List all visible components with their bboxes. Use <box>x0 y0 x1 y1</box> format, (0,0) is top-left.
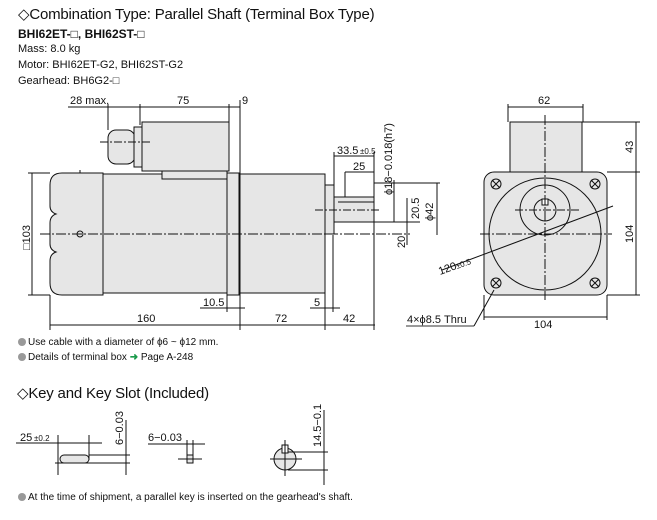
bullet-icon <box>18 493 26 501</box>
dim-10-5: 10.5 <box>203 297 224 309</box>
arrow-right-icon: ➜ <box>129 352 139 363</box>
parallel-key <box>59 454 90 464</box>
dim-25: 25 <box>353 161 365 173</box>
key-drawings <box>16 410 328 485</box>
note-shipment-text: At the time of shipment, a parallel key … <box>28 492 353 503</box>
section-title-key: ◇Key and Key Slot (Included) <box>17 385 209 402</box>
terminal-box-front <box>509 121 583 173</box>
dim-160: 160 <box>137 313 155 325</box>
dim-72: 72 <box>275 313 287 325</box>
note-shipment: At the time of shipment, a parallel key … <box>18 492 353 503</box>
key-length: 25 <box>20 432 32 444</box>
note-cable-text: Use cable with a diameter of ϕ6 ~ ϕ12 mm… <box>28 337 219 348</box>
dim-103: □103 <box>21 225 33 250</box>
key-length-tol: ±0.2 <box>34 434 50 443</box>
model-numbers: BHI62ET-□, BHI62ST-□ <box>18 27 145 41</box>
key-height: 6−0.03 <box>114 411 126 445</box>
dim-shaft-diameter: ϕ18−0.018(h7) <box>383 123 395 195</box>
cable-gland <box>107 129 136 165</box>
front-view <box>406 104 640 327</box>
note-cable: Use cable with a diameter of ϕ6 ~ ϕ12 mm… <box>18 337 218 348</box>
gearhead-spec: Gearhead: BH6G2-□ <box>18 75 120 87</box>
dim-62: 62 <box>538 95 550 107</box>
dim-33-5: 33.5 <box>337 145 358 157</box>
dim-28-max: 28 max. <box>70 95 109 107</box>
mass-spec: Mass: 8.0 kg <box>18 43 81 55</box>
section-title-combination: ◇Combination Type: Parallel Shaft (Termi… <box>18 6 375 23</box>
dim-104-vertical: 104 <box>624 225 636 243</box>
dim-120: 120 <box>437 260 458 278</box>
dim-42: 42 <box>343 313 355 325</box>
bullet-icon <box>18 353 26 361</box>
dim-104-horizontal: 104 <box>534 319 552 331</box>
mounting-holes-label: 4×ϕ8.5 Thru <box>407 314 467 326</box>
dim-43: 43 <box>624 141 636 153</box>
key-width: 6−0.03 <box>148 432 182 444</box>
dim-20: 20 <box>396 236 408 248</box>
bullet-icon <box>18 338 26 346</box>
dim-42-diameter: ϕ42 <box>424 203 436 221</box>
mounting-hole-icons <box>490 178 601 289</box>
dim-9: 9 <box>242 95 248 107</box>
page-reference-link[interactable]: Page A-248 <box>138 352 194 363</box>
dim-33-5-tol: ±0.5 <box>360 147 376 156</box>
dim-20-5: 20.5 <box>410 198 422 219</box>
dim-75: 75 <box>177 95 189 107</box>
dim-5: 5 <box>314 297 320 309</box>
note-terminal-text: Details of terminal box <box>28 352 130 363</box>
motor-spec: Motor: BHI62ET-G2, BHI62ST-G2 <box>18 59 184 71</box>
side-view <box>28 100 440 330</box>
terminal-box <box>141 121 230 172</box>
note-terminal-box: Details of terminal box ➜ Page A-248 <box>18 352 193 363</box>
slot-depth: 14.5−0.1 <box>312 404 324 447</box>
